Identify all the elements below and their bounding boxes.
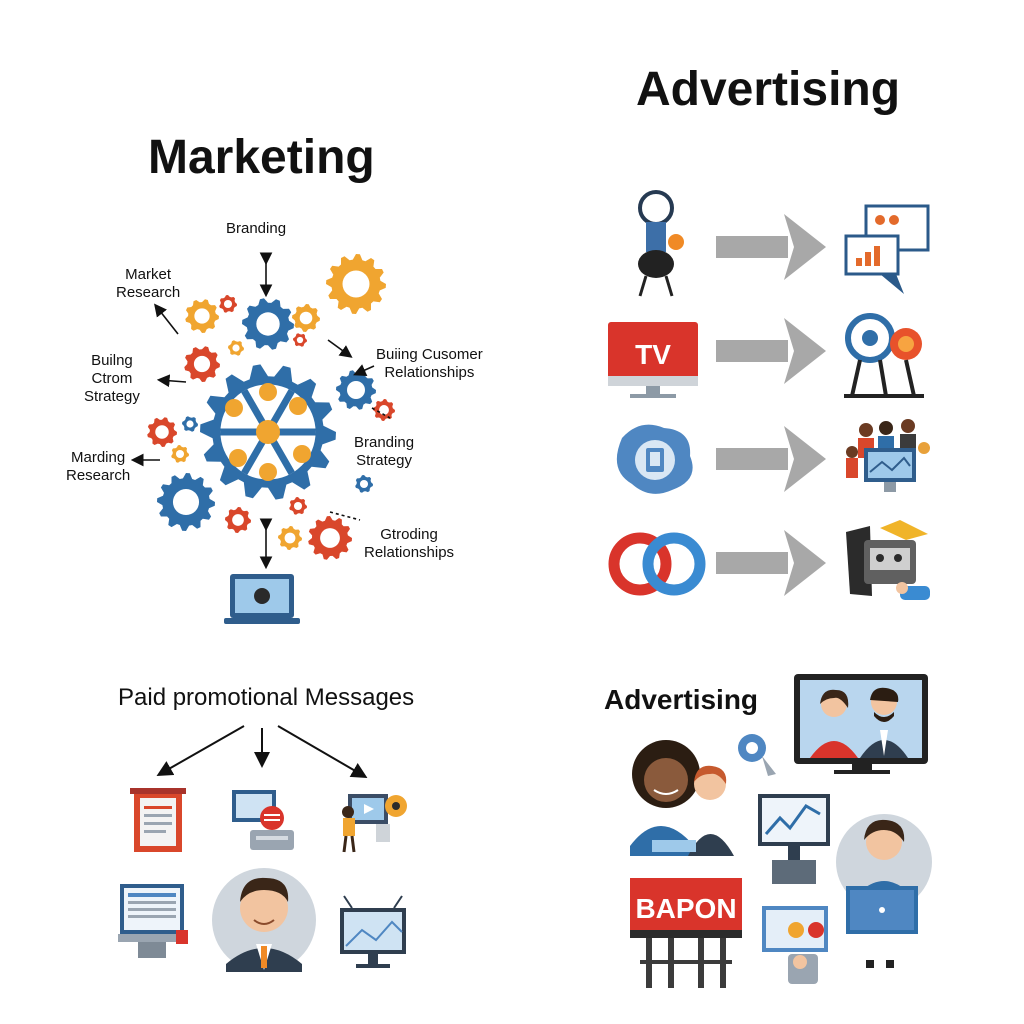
small-gear-icon: [225, 399, 243, 417]
gear-hole: [342, 270, 370, 298]
gear-hole: [186, 420, 194, 428]
desktop-message-icon: [232, 790, 294, 850]
billboard-icon: BAPON: [630, 878, 742, 988]
gear-hole: [320, 528, 340, 548]
speech-chart-icon: [844, 204, 930, 294]
tablet-ad-icon: [762, 906, 828, 984]
tv-label: TV: [635, 339, 671, 370]
app-badge-icon: [616, 424, 693, 494]
gear-badge-icon: [738, 734, 776, 776]
robot-computer-icon: [846, 520, 930, 600]
arrow-right-icon: [716, 318, 826, 384]
gear-hole: [194, 308, 210, 324]
advertising-row-3: [616, 419, 930, 494]
gear-hole: [379, 405, 389, 415]
gear-cluster: [147, 254, 395, 560]
analytics-monitor-icon: [758, 794, 830, 884]
laptop-icon: [224, 574, 300, 624]
advertising-row-4: [608, 520, 930, 600]
gear-hole: [347, 381, 365, 399]
monitor-icon: [340, 895, 406, 968]
audience-screen-icon: [846, 419, 930, 492]
gear-hole: [155, 425, 169, 439]
linked-rings-icon: [608, 532, 706, 596]
gear-hole: [172, 488, 200, 516]
gear-hole: [193, 355, 211, 373]
small-gear-icon: [259, 383, 277, 401]
gear-hub: [256, 420, 280, 444]
video-call-screen-icon: [794, 674, 928, 774]
marketing-title: Marketing: [148, 131, 375, 184]
small-gear-icon: [293, 445, 311, 463]
arrow-right-icon: [716, 530, 826, 596]
gear-hole: [296, 336, 304, 344]
woman-laptop-icon: [836, 814, 932, 968]
target-gear-icon: [844, 313, 924, 398]
small-gear-icon: [289, 397, 307, 415]
advertising-title: Advertising: [636, 63, 901, 116]
arrow-right-icon: [716, 426, 826, 492]
gear-hole: [359, 479, 369, 489]
gear-hole: [299, 311, 313, 325]
gear-hole: [232, 514, 244, 526]
advertising-row-1: [638, 190, 930, 297]
gear-hole: [232, 344, 240, 352]
gear-hole: [293, 501, 303, 511]
gear-hole: [284, 532, 296, 544]
magnifier-character-icon: [638, 190, 684, 297]
small-gear-icon: [229, 449, 247, 467]
gear-hole: [175, 449, 185, 459]
tv-icon: TV: [608, 322, 698, 398]
advertising-row-2: TV: [608, 313, 924, 398]
gear-hole: [223, 299, 233, 309]
billboard-label: BAPON: [635, 893, 736, 924]
paid-messages-title: Paid promotional Messages: [118, 684, 415, 711]
marketing-arrows: [130, 252, 391, 570]
arrow-right-icon: [716, 214, 826, 280]
paid-messages-arrows: [156, 725, 368, 779]
label-branding: Branding: [226, 220, 287, 237]
advertising-subtitle: Advertising: [604, 684, 759, 715]
printed-flyer-icon: [130, 788, 186, 852]
web-page-monitor-icon: [118, 884, 188, 958]
small-gear-icon: [259, 463, 277, 481]
team-people-icon: [630, 740, 734, 856]
businessman-avatar-icon: [212, 868, 316, 972]
presenter-screen-icon: [342, 794, 407, 853]
gear-hole: [256, 312, 280, 336]
